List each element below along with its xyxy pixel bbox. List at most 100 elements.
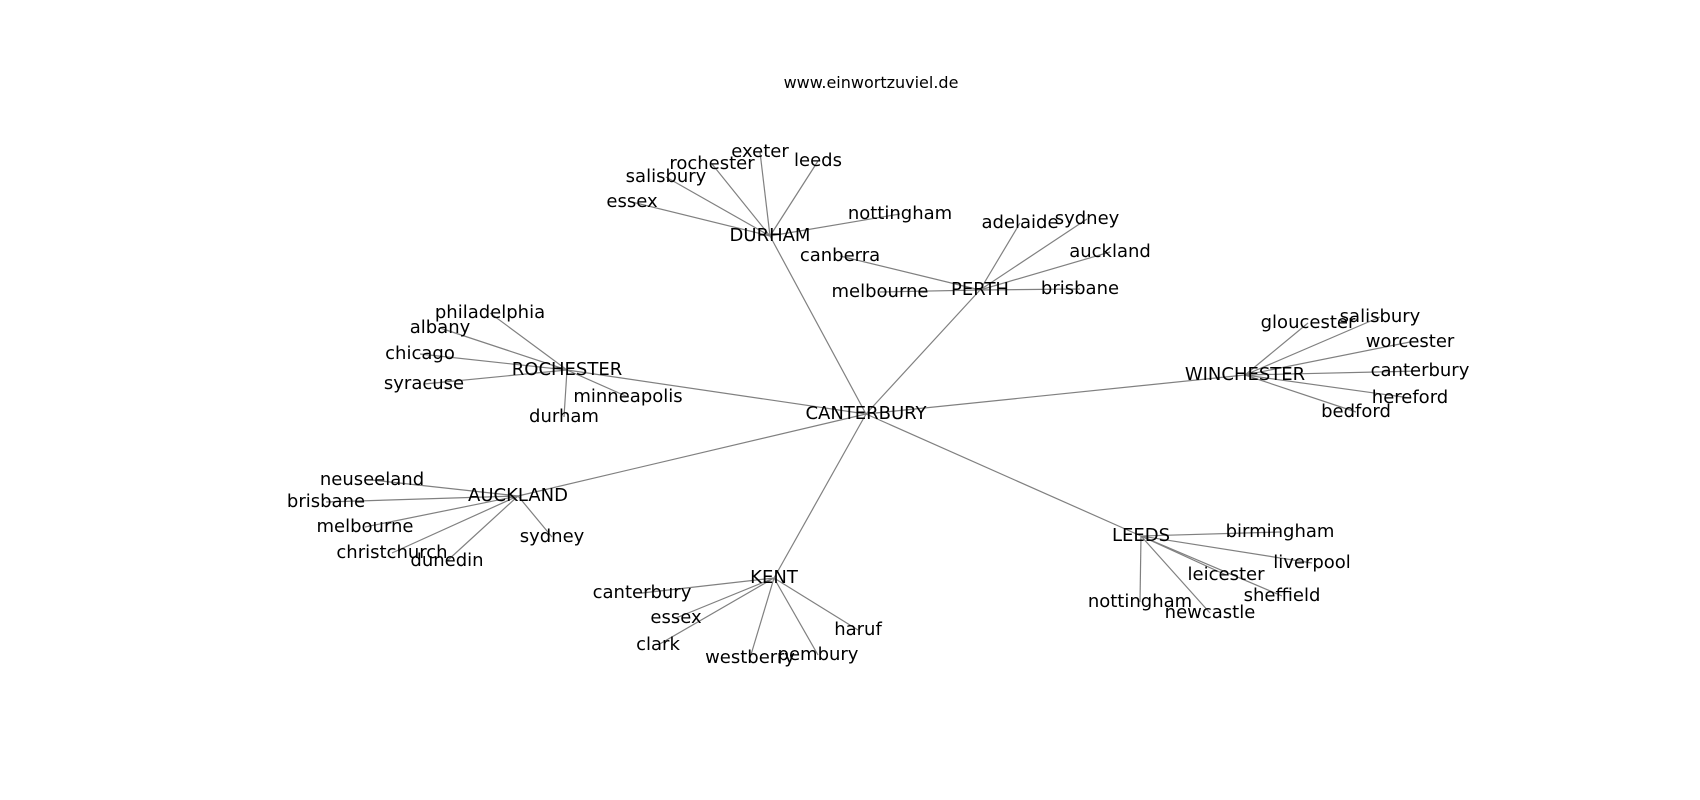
hub-node: LEEDS [1112,525,1170,546]
leaf-node: pembury [778,644,859,665]
leaf-node: brisbane [287,491,365,512]
leaf-node: sydney [520,526,585,547]
leaf-node: philadelphia [435,302,545,323]
hub-node: ROCHESTER [512,359,622,380]
leaf-node: canterbury [593,582,692,603]
leaf-node: exeter [731,141,789,162]
edge-hub-to-leaf [364,495,519,528]
edge-hub-to-leaf [631,201,771,237]
edge-hub-to-leaf [1244,374,1357,413]
leaf-node: rochester [669,153,755,174]
leaf-node: albany [410,317,471,338]
leaf-node: nottingham [848,203,952,224]
leaf-node: birmingham [1226,521,1335,542]
leaf-node: salisbury [626,166,707,187]
leaf-node: melbourne [831,281,928,302]
leaf-node: essex [650,607,702,628]
edge-hub-to-leaf [879,289,981,293]
edge-hub-to-leaf [773,577,819,656]
leaf-node: melbourne [316,516,413,537]
edge-hub-to-leaf [1140,535,1283,597]
caption-text: www.einwortzuviel.de [784,73,959,92]
edge-hub-to-leaf [1244,370,1421,376]
hub-node: KENT [750,567,799,588]
leaf-node: worcester [1366,331,1455,352]
leaf-node: canterbury [1371,360,1470,381]
edge-hub-to-leaf [657,577,775,646]
leaf-node: canberra [800,245,880,266]
labels-layer: CANTERBURYDURHAMessexsalisburyrochestere… [287,141,1470,668]
leaf-node: brisbane [1041,278,1119,299]
leaf-node: gloucester [1261,312,1356,333]
leaf-node: neuseeland [320,469,424,490]
edge-hub-to-leaf [391,495,519,554]
edge-hub-to-leaf [979,218,1088,291]
leaf-node: sheffield [1244,585,1321,606]
edge-hub-to-leaf [419,353,568,371]
leaf-node: syracuse [384,373,464,394]
edge-hub-to-leaf [773,577,859,631]
edge-center-to-hub [865,374,1246,415]
edge-hub-to-leaf [1244,374,1411,399]
leaf-node: leeds [794,150,842,171]
edge-hub-to-leaf [839,255,981,291]
edge-hub-to-leaf [517,495,553,538]
edge-hub-to-leaf [1244,316,1381,376]
edge-hub-to-leaf [641,577,775,594]
edge-hub-to-leaf [1244,341,1411,376]
leaf-node: dunedin [410,550,483,571]
edge-hub-to-leaf [769,213,901,237]
edge-hub-to-leaf [371,479,519,497]
edge-hub-to-leaf [665,176,771,237]
edge-hub-to-leaf [675,577,775,619]
leaf-node: hereford [1372,387,1448,408]
hub-node: WINCHESTER [1185,364,1305,385]
edge-hub-to-leaf [1140,535,1313,564]
edge-hub-to-leaf [1140,535,1211,614]
leaf-node: minneapolis [573,386,682,407]
leaf-node: nottingham [1088,591,1192,612]
leaf-node: haruf [834,619,882,640]
leaf-node: liverpool [1273,552,1351,573]
edge-hub-to-leaf [979,288,1081,291]
leaf-node: westberry [705,647,795,668]
center-node: CANTERBURY [805,403,927,424]
edge-center-to-hub [517,413,867,497]
leaf-node: christchurch [336,542,447,563]
edge-hub-to-leaf [1244,322,1309,376]
edge-center-to-hub [566,369,867,415]
edge-hub-to-leaf [566,369,629,398]
edge-hub-to-leaf [423,369,568,385]
leaf-node: chicago [385,343,455,364]
edge-hub-to-leaf [1139,535,1142,603]
edge-center-to-hub [773,413,867,579]
leaf-node: auckland [1069,241,1151,262]
leaf-node: salisbury [1340,306,1421,327]
edge-center-to-hub [865,289,981,415]
leaf-node: essex [606,191,658,212]
leaf-node: clark [636,634,680,655]
edge-hub-to-leaf [759,151,771,237]
leaf-node: newcastle [1165,602,1256,623]
leaf-node: sydney [1055,208,1120,229]
leaf-node: durham [529,406,599,427]
edge-hub-to-leaf [979,251,1111,291]
hub-node: PERTH [951,279,1009,300]
edge-hub-to-leaf [325,495,519,503]
edge-hub-to-leaf [1140,531,1281,537]
hub-node: AUCKLAND [468,485,568,506]
edge-hub-to-leaf [439,327,568,371]
leaf-node: leicester [1188,564,1266,585]
edges-layer [325,151,1421,659]
edge-hub-to-leaf [563,369,568,418]
edge-hub-to-leaf [979,222,1021,291]
edge-hub-to-leaf [769,160,819,237]
hub-node: DURHAM [730,225,811,246]
edge-hub-to-leaf [711,163,771,237]
edge-center-to-hub [769,235,867,415]
edge-hub-to-leaf [489,312,568,371]
edge-hub-to-leaf [749,577,775,659]
leaf-node: adelaide [981,212,1058,233]
leaf-node: bedford [1321,401,1391,422]
